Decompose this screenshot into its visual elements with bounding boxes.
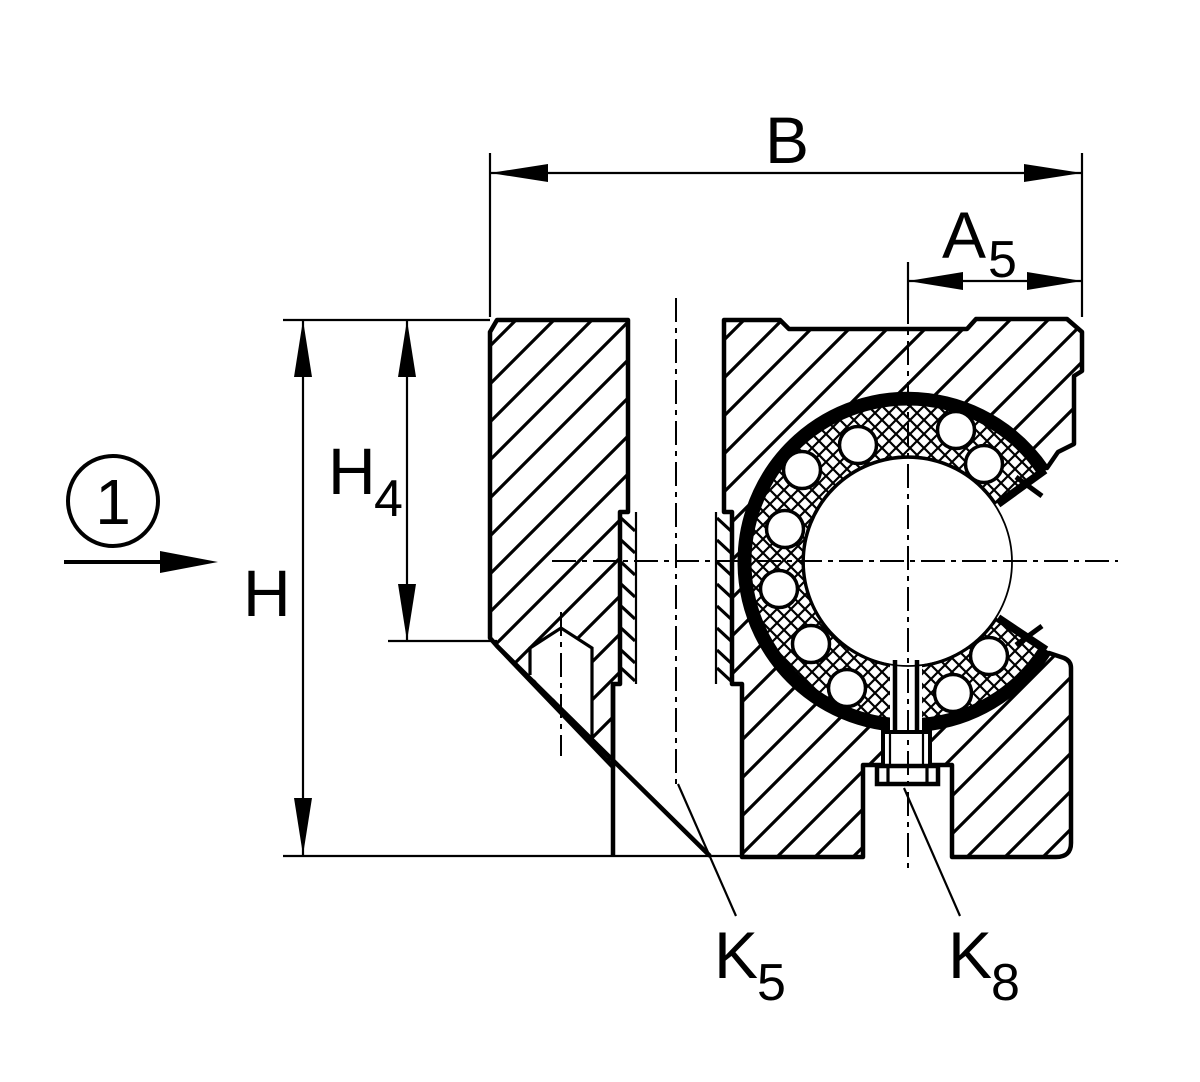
dimension-A5: A 5 bbox=[908, 198, 1082, 290]
ball bbox=[935, 409, 977, 451]
ball bbox=[963, 443, 1005, 485]
part-label-K8: K 8 bbox=[902, 787, 1020, 1012]
k8-screw bbox=[874, 660, 941, 787]
arrowhead-left bbox=[908, 272, 963, 290]
screw-body-facets bbox=[888, 732, 925, 766]
ball bbox=[932, 672, 974, 714]
dim-label-A-sub: 5 bbox=[988, 231, 1017, 289]
label-K8-sub: 8 bbox=[991, 954, 1020, 1012]
dimension-H: H bbox=[243, 318, 748, 858]
arrowhead-right bbox=[1024, 164, 1082, 182]
callout-number: 1 bbox=[95, 466, 131, 538]
ball bbox=[790, 623, 832, 665]
part-label-K5: K 5 bbox=[676, 783, 786, 1012]
arrowhead-left bbox=[490, 164, 548, 182]
bearing-outer-sleeve bbox=[740, 394, 1049, 730]
bearing-end-steps bbox=[995, 466, 1049, 654]
callout-arrowhead bbox=[160, 551, 218, 573]
dim-label-H4-sub: 4 bbox=[374, 470, 403, 528]
dim-label-H: H bbox=[243, 556, 291, 630]
housing-right-piece bbox=[724, 319, 1082, 857]
dim-label-B: B bbox=[765, 103, 809, 177]
label-K5: K bbox=[714, 918, 758, 992]
leader-line-k5 bbox=[676, 783, 738, 917]
arrowhead-bottom bbox=[398, 584, 416, 641]
housing-left-outline bbox=[487, 317, 631, 770]
center-lines bbox=[552, 262, 1118, 868]
label-K5-sub: 5 bbox=[757, 954, 786, 1012]
ball bbox=[758, 568, 800, 610]
label-K8: K bbox=[948, 918, 992, 992]
k5-threaded-hole bbox=[528, 512, 733, 737]
dim-label-A: A bbox=[942, 198, 986, 272]
ball bbox=[826, 667, 868, 709]
ball bbox=[968, 635, 1010, 677]
dimension-B: B bbox=[488, 103, 1084, 317]
arrowhead-right bbox=[1027, 272, 1082, 290]
chamfer-edge bbox=[495, 644, 712, 858]
callout-circle bbox=[66, 454, 160, 548]
arrowhead-top bbox=[398, 320, 416, 377]
dim-label-H4: H bbox=[328, 434, 376, 508]
screw-head-facets bbox=[886, 767, 929, 783]
arrowhead-top bbox=[294, 320, 312, 377]
housing-left-piece bbox=[490, 320, 628, 767]
screw-shank bbox=[892, 660, 920, 732]
callout-1: 1 bbox=[64, 454, 218, 573]
dimension-H4: H 4 bbox=[328, 320, 497, 643]
bearing-balls bbox=[758, 409, 1010, 714]
bearing bbox=[738, 392, 1051, 787]
ball bbox=[837, 424, 879, 466]
thread-symbol-ticks bbox=[619, 516, 733, 683]
ball bbox=[781, 449, 823, 491]
ball bbox=[764, 508, 806, 550]
arrowhead-bottom bbox=[294, 798, 312, 855]
leader-line-k8 bbox=[902, 787, 962, 917]
